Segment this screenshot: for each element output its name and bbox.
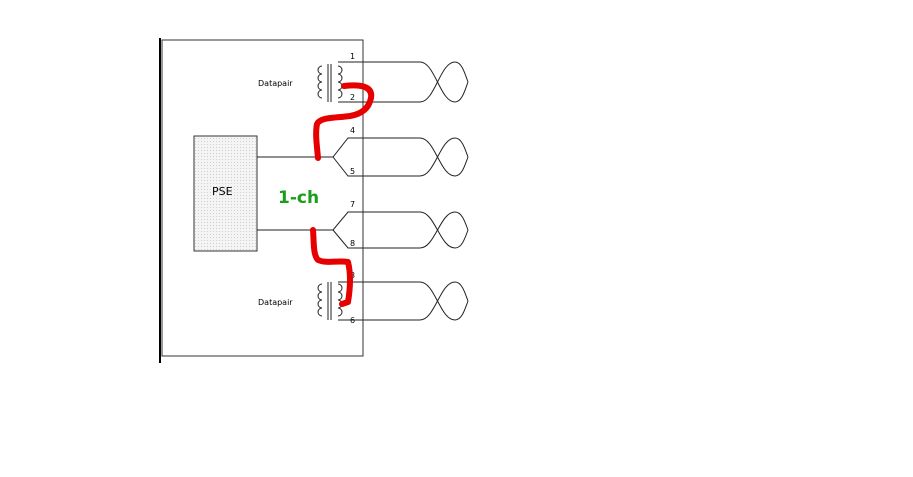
pse-label: PSE xyxy=(212,185,233,198)
twisted-pair-3-6 xyxy=(362,281,469,321)
top-transformer-label: Datapair xyxy=(258,79,293,88)
pse-block xyxy=(193,135,258,252)
pin-6-label: 6 xyxy=(350,316,355,325)
twisted-pair-1-2 xyxy=(362,61,469,103)
twisted-pair-4-5 xyxy=(362,137,469,177)
top-transformer xyxy=(317,61,362,103)
pin-8-label: 8 xyxy=(350,239,355,248)
red-bridge-top xyxy=(313,82,375,161)
fork-7-8 xyxy=(314,211,362,249)
bottom-transformer-label: Datapair xyxy=(258,298,293,307)
channel-label: 1-ch xyxy=(278,188,319,208)
red-bridge-bottom xyxy=(310,227,353,307)
pin-4-label: 4 xyxy=(350,126,355,135)
pin-2-label: 2 xyxy=(350,93,355,102)
pin-5-label: 5 xyxy=(350,167,355,176)
enclosure-box xyxy=(161,39,364,357)
fork-4-5 xyxy=(318,137,362,177)
twisted-pair-7-8 xyxy=(362,211,469,249)
pin-7-label: 7 xyxy=(350,200,355,209)
bottom-transformer xyxy=(317,281,362,321)
pin-1-label: 1 xyxy=(350,52,355,61)
